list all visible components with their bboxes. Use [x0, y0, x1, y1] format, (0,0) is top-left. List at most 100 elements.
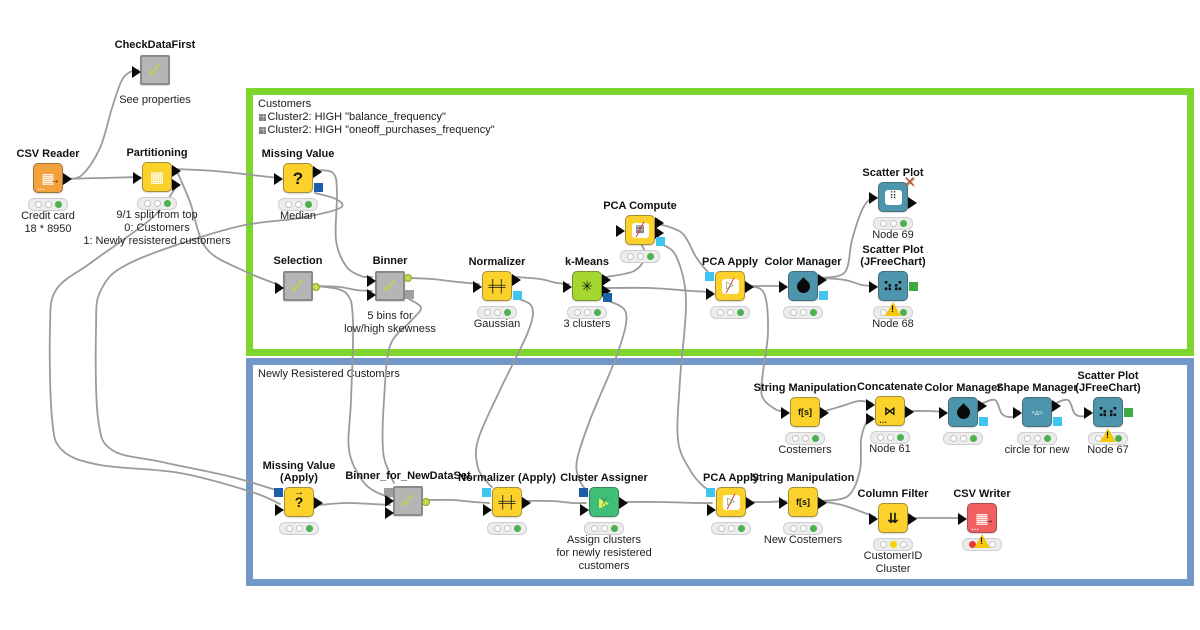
port-output-arrow[interactable] — [978, 400, 987, 412]
port-output-arrow[interactable] — [512, 274, 521, 286]
port-output-arrow[interactable] — [655, 217, 664, 229]
port-output-blue-square[interactable] — [603, 293, 612, 302]
node-pca-apply[interactable]: ▷╱PCA Apply — [702, 256, 758, 319]
port-output-arrow[interactable] — [1052, 400, 1061, 412]
port-input-arrow[interactable] — [779, 281, 788, 293]
port-input-arrow[interactable] — [869, 281, 878, 293]
port-input-arrow[interactable] — [866, 413, 875, 425]
port-input-arrow[interactable] — [707, 504, 716, 516]
node-scatter-jfreechart-67[interactable]: ⠵⠮Scatter Plot(JFreeChart)Node 67 — [1075, 370, 1140, 456]
port-input-arrow[interactable] — [367, 275, 376, 287]
port-output-cyan-square[interactable] — [513, 291, 522, 300]
node-binner-for-newdataset[interactable]: ✓Binner_for_NewDataSet — [345, 470, 471, 519]
port-input-arrow[interactable] — [483, 504, 492, 516]
port-input-arrow[interactable] — [958, 513, 967, 525]
port-output-circle[interactable] — [312, 283, 320, 291]
node-selection[interactable]: ✓Selection — [274, 255, 322, 301]
port-input-arrow[interactable] — [473, 281, 482, 293]
port-input-gray-square[interactable] — [384, 488, 393, 497]
port-output-arrow[interactable] — [818, 274, 827, 286]
node-normalizer-apply[interactable]: ╪╪Normalizer (Apply) — [458, 472, 556, 535]
port-output-arrow[interactable] — [908, 513, 917, 525]
port-input-arrow[interactable] — [132, 66, 141, 78]
port-output-arrow[interactable] — [172, 165, 181, 177]
node-scatter-jfreechart-68[interactable]: ⠵⠮Scatter Plot(JFreeChart)Node 68 — [860, 244, 925, 330]
port-output-blue-square[interactable] — [314, 183, 323, 192]
port-input-arrow[interactable] — [275, 282, 284, 294]
port-input-arrow[interactable] — [275, 504, 284, 516]
annotation-line: Cluster2: HIGH "oneoff_purchases_frequen… — [267, 124, 495, 136]
port-output-circle[interactable] — [422, 498, 430, 506]
port-output-arrow[interactable] — [818, 497, 827, 509]
port-output-arrow[interactable] — [908, 197, 917, 209]
node-label: String Manipulation — [718, 472, 888, 484]
port-input-arrow[interactable] — [580, 504, 589, 516]
node-color-manager-2[interactable]: Color Manager — [924, 382, 1002, 445]
port-output-cyan-square[interactable] — [1053, 417, 1062, 426]
port-output-green-square[interactable] — [909, 282, 918, 291]
node-color-manager[interactable]: Color Manager — [764, 256, 842, 319]
port-input-arrow[interactable] — [706, 288, 715, 300]
port-input-arrow[interactable] — [385, 495, 394, 507]
node-label: Missing Value(Apply) — [214, 460, 384, 484]
port-output-arrow[interactable] — [602, 285, 611, 297]
port-input-cyan-square[interactable] — [706, 488, 715, 497]
port-input-blue-square[interactable] — [579, 488, 588, 497]
port-output-arrow[interactable] — [602, 274, 611, 286]
port-output-cyan-square[interactable] — [979, 417, 988, 426]
port-output-arrow[interactable] — [905, 406, 914, 418]
port-input-arrow[interactable] — [939, 407, 948, 419]
port-output-circle[interactable] — [404, 274, 412, 282]
node-pca-apply-2[interactable]: ▷╱PCA Apply — [703, 472, 759, 535]
port-output-arrow[interactable] — [63, 173, 72, 185]
port-input-arrow[interactable] — [133, 172, 142, 184]
port-input-arrow[interactable] — [616, 225, 625, 237]
port-input-arrow[interactable] — [866, 399, 875, 411]
port-input-arrow[interactable] — [1013, 407, 1022, 419]
port-output-arrow[interactable] — [619, 497, 628, 509]
port-input-arrow[interactable] — [1084, 407, 1093, 419]
port-input-arrow[interactable] — [367, 289, 376, 301]
port-input-arrow[interactable] — [779, 497, 788, 509]
port-output-arrow[interactable] — [313, 166, 322, 178]
port-output-green-square[interactable] — [1124, 408, 1133, 417]
node-label: PCA Apply — [645, 256, 815, 268]
port-output-gray-square[interactable] — [405, 290, 414, 299]
port-input-arrow[interactable] — [869, 192, 878, 204]
port-output-arrow[interactable] — [314, 497, 323, 509]
node-csv-writer[interactable]: ▦→…CSV Writer — [953, 488, 1011, 551]
port-output-arrow[interactable] — [655, 227, 664, 239]
annotation-newly-registered[interactable]: Newly Resistered Customers — [246, 358, 1194, 586]
port-output-arrow[interactable] — [172, 179, 181, 191]
port-output-arrow[interactable] — [522, 497, 531, 509]
port-input-cyan-square[interactable] — [482, 488, 491, 497]
port-output-cyan-square[interactable] — [819, 291, 828, 300]
port-input-arrow[interactable] — [274, 173, 283, 185]
port-input-arrow[interactable] — [563, 281, 572, 293]
port-input-arrow[interactable] — [385, 507, 394, 519]
port-input-arrow[interactable] — [781, 407, 790, 419]
port-output-arrow[interactable] — [820, 407, 829, 419]
node-missing-value-apply[interactable]: ?→Missing Value(Apply) — [263, 460, 335, 535]
port-input-arrow[interactable] — [869, 513, 878, 525]
port-output-arrow[interactable] — [746, 497, 755, 509]
port-input-blue-square[interactable] — [274, 488, 283, 497]
port-output-arrow[interactable] — [745, 281, 754, 293]
port-input-cyan-square[interactable] — [705, 272, 714, 281]
port-output-cyan-square[interactable] — [656, 237, 665, 246]
node-pca-compute[interactable]: ▦╱PCA Compute — [603, 200, 677, 263]
